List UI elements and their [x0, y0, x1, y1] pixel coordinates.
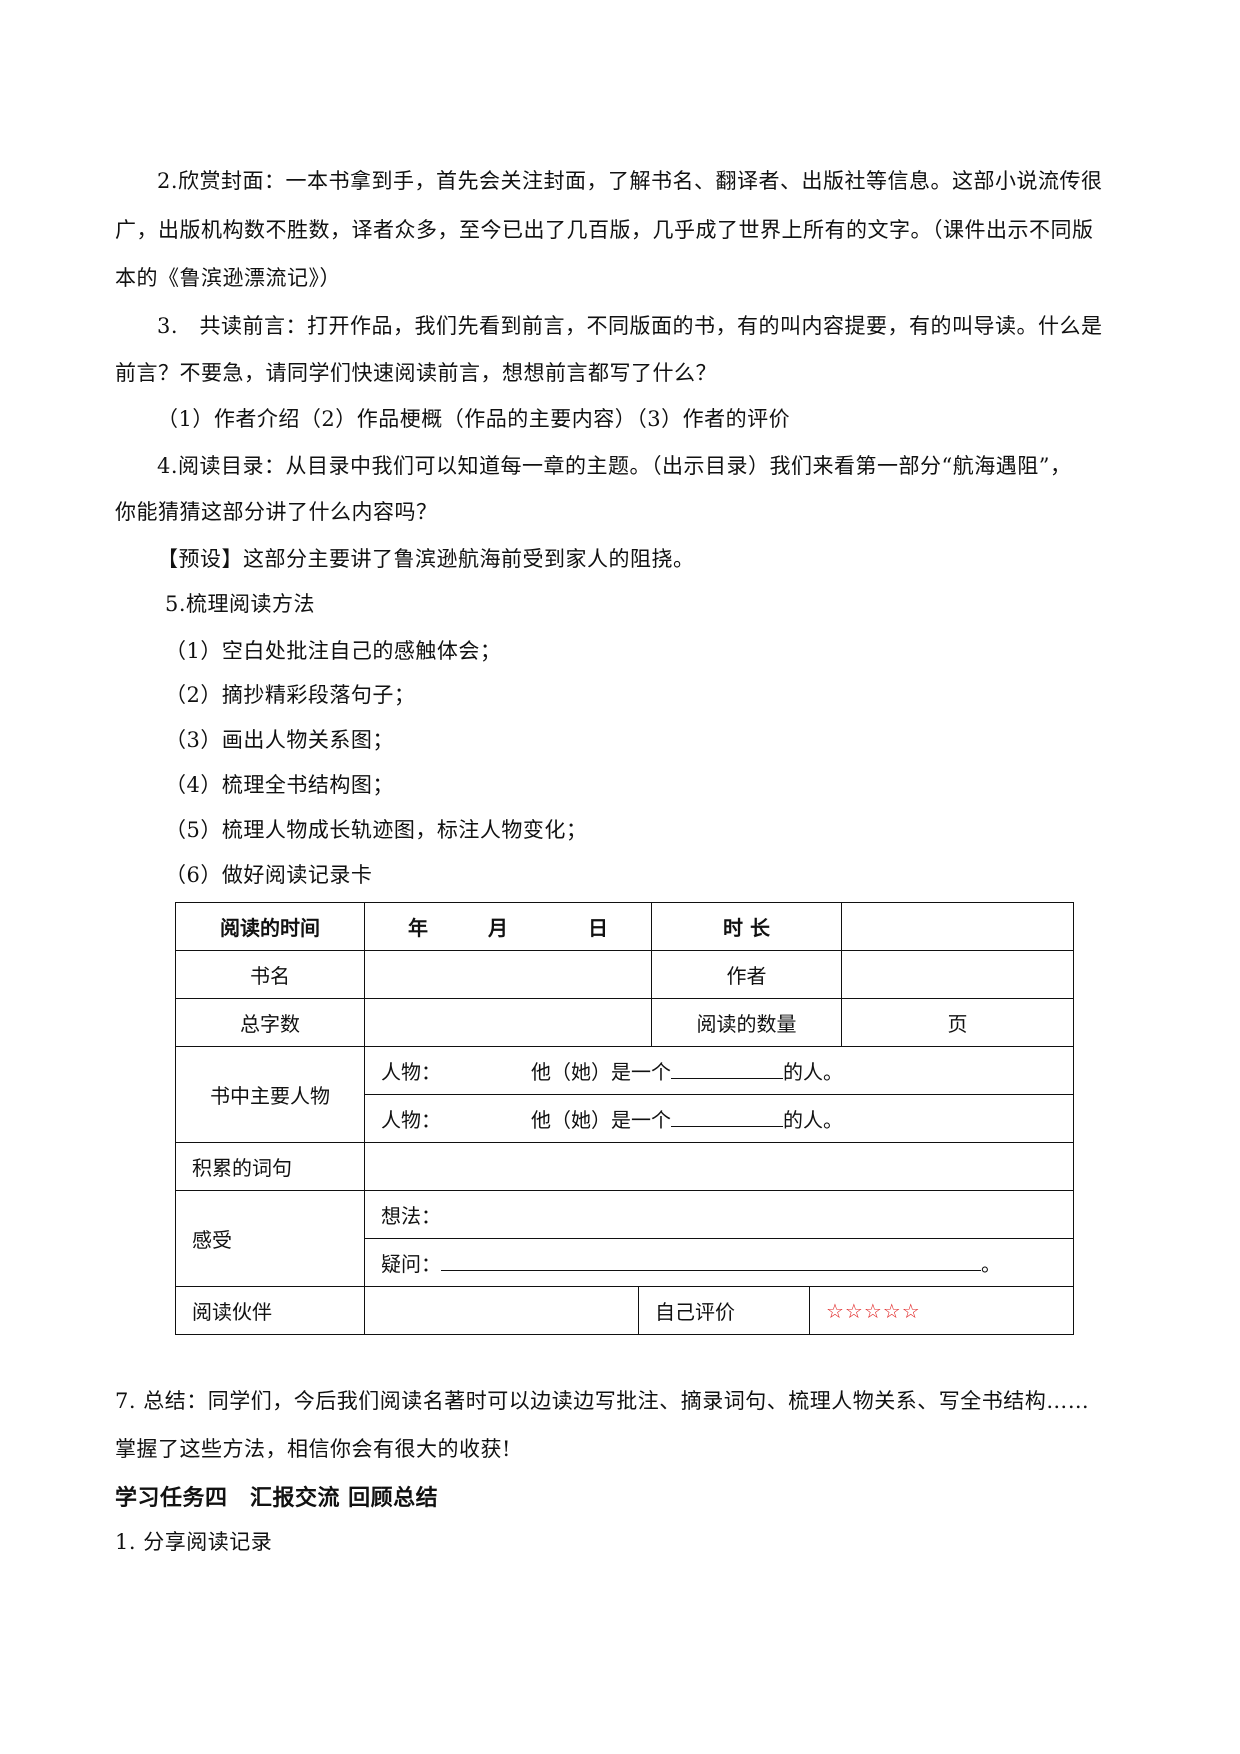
pages-read-label: 阅读的数量 [651, 998, 842, 1047]
questions-row[interactable]: 疑问： 。 [364, 1238, 1074, 1287]
paragraph-line: 本的《鲁滨逊漂流记》） [115, 266, 341, 290]
reading-record-card: 阅读的时间 年 月 日 时 长 书名 作者 总字数 阅读的数量 页 书中主要人物 人… [175, 902, 1074, 1335]
paragraph-line: 5.梳理阅读方法 [165, 592, 316, 616]
summary-line: 掌握了这些方法，相信你会有很大的收获! [115, 1437, 511, 1461]
read-time-label: 阅读的时间 [175, 902, 365, 951]
character-blank[interactable] [671, 1108, 783, 1127]
paragraph-line: 前言？不要急，请同学们快速阅读前言，想想前言都写了什么？ [115, 361, 717, 385]
paragraph-line: 3. 共读前言：打开作品，我们先看到前言，不同版面的书，有的叫内容提要，有的叫导… [157, 314, 1103, 338]
thoughts-label: 想法： [381, 1204, 441, 1228]
character-mid: 他（她）是一个 [531, 1060, 671, 1084]
questions-blank[interactable] [441, 1252, 981, 1271]
duration-field[interactable] [841, 902, 1074, 951]
list-item: （6）做好阅读记录卡 [165, 863, 373, 887]
list-item: （4）梳理全书结构图； [165, 773, 394, 797]
main-characters-label: 书中主要人物 [175, 1046, 365, 1143]
feeling-label: 感受 [175, 1190, 365, 1287]
list-item: 1. 分享阅读记录 [115, 1530, 273, 1554]
list-item: （2）摘抄精彩段落句子； [165, 683, 416, 707]
words-label: 积累的词句 [175, 1142, 365, 1191]
paragraph-line: （1）作者介绍（2）作品梗概（作品的主要内容）（3）作者的评价 [157, 407, 791, 431]
paragraph-line: 4.阅读目录：从目录中我们可以知道每一章的主题。（出示目录）我们来看第一部分“航… [157, 454, 1072, 478]
day-label: 日 [588, 916, 608, 940]
character-row-1[interactable]: 人物： 他（她）是一个 的人。 [364, 1046, 1074, 1095]
self-eval-label: 自己评价 [638, 1286, 810, 1335]
character-suffix: 的人。 [783, 1108, 843, 1132]
pages-unit: 页 [947, 1012, 968, 1036]
month-label: 月 [488, 916, 508, 940]
character-suffix: 的人。 [783, 1060, 843, 1084]
word-count-label: 总字数 [175, 998, 365, 1047]
character-prefix: 人物： [381, 1108, 441, 1132]
word-count-field[interactable] [364, 998, 652, 1047]
words-field[interactable] [364, 1142, 1074, 1191]
list-item: （5）梳理人物成长轨迹图，标注人物变化； [165, 818, 588, 842]
list-item: （3）画出人物关系图； [165, 728, 394, 752]
questions-label: 疑问： [381, 1252, 441, 1276]
character-prefix: 人物： [381, 1060, 441, 1084]
character-row-2[interactable]: 人物： 他（她）是一个 的人。 [364, 1094, 1074, 1143]
self-eval-stars[interactable]: ☆☆☆☆☆ [809, 1286, 1074, 1335]
book-name-field[interactable] [364, 950, 652, 999]
list-item: （1）空白处批注自己的感触体会； [165, 639, 502, 663]
star-icon[interactable]: ☆☆☆☆☆ [826, 1298, 921, 1323]
author-label: 作者 [651, 950, 842, 999]
summary-line: 7. 总结：同学们，今后我们阅读名著时可以边读边写批注、摘录词句、梳理人物关系、… [115, 1389, 1090, 1413]
pages-read-field[interactable]: 页 [841, 998, 1074, 1047]
character-blank[interactable] [671, 1060, 783, 1079]
partner-label: 阅读伙伴 [175, 1286, 365, 1335]
questions-end: 。 [981, 1252, 1001, 1276]
duration-label: 时 长 [651, 902, 842, 951]
date-cell[interactable]: 年月日 [364, 902, 652, 951]
paragraph-line: 2.欣赏封面：一本书拿到手，首先会关注封面，了解书名、翻译者、出版社等信息。这部… [157, 169, 1103, 193]
section-heading: 学习任务四 汇报交流 回顾总结 [115, 1486, 439, 1511]
thoughts-row[interactable]: 想法： [364, 1190, 1074, 1239]
paragraph-line: 【预设】这部分主要讲了鲁滨逊航海前受到家人的阻挠。 [157, 547, 695, 571]
book-name-label: 书名 [175, 950, 365, 999]
paragraph-line: 广，出版机构数不胜数，译者众多，至今已出了几百版，几乎成了世界上所有的文字。（课… [115, 218, 1094, 242]
author-field[interactable] [841, 950, 1074, 999]
partner-field[interactable] [364, 1286, 639, 1335]
paragraph-line: 你能猜猜这部分讲了什么内容吗？ [115, 500, 438, 524]
character-mid: 他（她）是一个 [531, 1108, 671, 1132]
year-label: 年 [408, 916, 428, 940]
